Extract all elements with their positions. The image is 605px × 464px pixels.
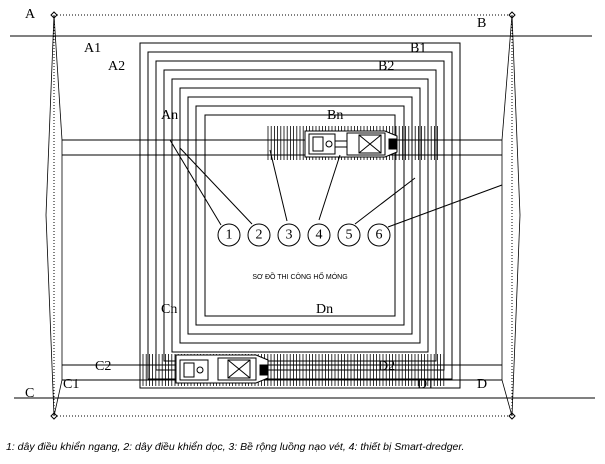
dotted-frame bbox=[53, 14, 513, 417]
callout-2-label: 2 bbox=[256, 228, 263, 243]
callout-4 bbox=[307, 223, 331, 247]
label-c: C bbox=[25, 386, 34, 401]
label-a: A bbox=[25, 7, 36, 22]
figure-caption: 1: dây điều khiển ngang, 2: dây điều khi… bbox=[6, 441, 465, 453]
callout-5-label: 5 bbox=[346, 228, 353, 243]
excavation-diagram: 1 2 3 4 5 6 SƠ ĐỒ THI CÔNG HỐ MÓNG A B C… bbox=[10, 7, 595, 420]
label-a2: A2 bbox=[108, 59, 125, 74]
callout-6 bbox=[367, 223, 391, 247]
pit-contours bbox=[139, 42, 461, 389]
callout-circles bbox=[217, 223, 391, 247]
label-dn: Dn bbox=[316, 302, 333, 317]
transverse-control-wires bbox=[62, 139, 502, 381]
callout-3 bbox=[277, 223, 301, 247]
label-b2: B2 bbox=[378, 59, 394, 74]
diagram-title: SƠ ĐỒ THI CÔNG HỐ MÓNG bbox=[252, 271, 347, 281]
callout-4-label: 4 bbox=[316, 228, 323, 243]
callout-2 bbox=[247, 223, 271, 247]
label-b: B bbox=[477, 16, 486, 31]
label-b1: B1 bbox=[410, 41, 426, 56]
label-c1: C1 bbox=[63, 377, 79, 392]
anchor-markers bbox=[50, 11, 516, 420]
callout-3-label: 3 bbox=[286, 228, 293, 243]
label-cn: Cn bbox=[161, 302, 177, 317]
callout-5 bbox=[337, 223, 361, 247]
callout-leaders bbox=[169, 139, 503, 228]
label-bn: Bn bbox=[327, 108, 343, 123]
label-d2: D2 bbox=[378, 359, 395, 374]
label-an: An bbox=[161, 108, 178, 123]
label-c2: C2 bbox=[95, 359, 111, 374]
callout-1-label: 1 bbox=[226, 228, 233, 243]
label-d: D bbox=[477, 377, 487, 392]
smart-dredger-bottom bbox=[175, 354, 269, 384]
label-a1: A1 bbox=[84, 41, 101, 56]
callout-1 bbox=[217, 223, 241, 247]
side-control-lines bbox=[45, 14, 521, 417]
smart-dredger-top bbox=[304, 130, 398, 158]
callout-6-label: 6 bbox=[376, 228, 383, 243]
label-d1: D1 bbox=[417, 377, 434, 392]
